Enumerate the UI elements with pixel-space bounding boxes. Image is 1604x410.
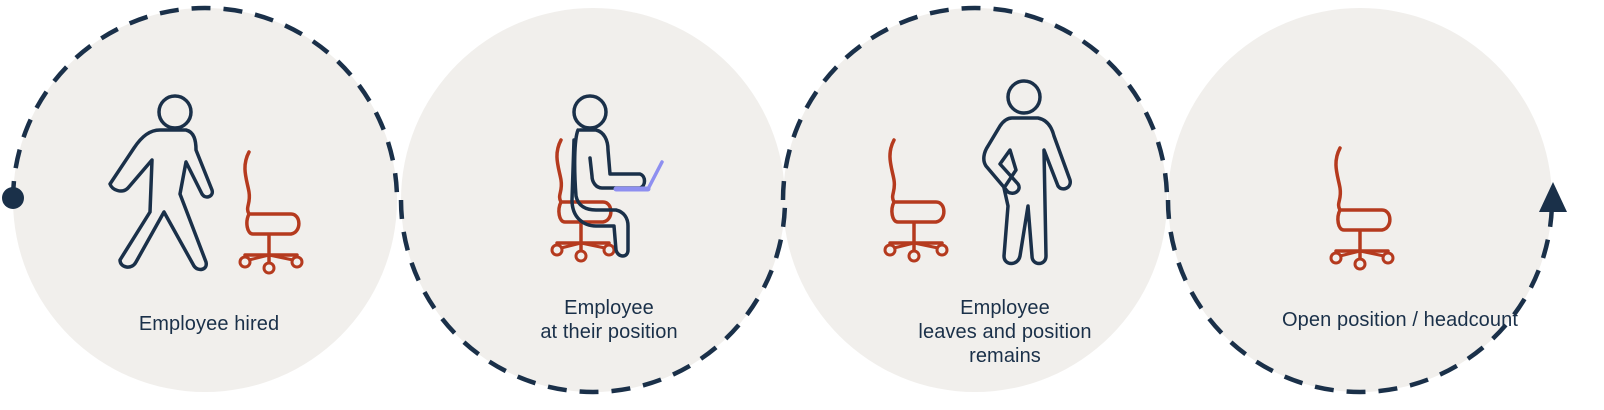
- laptop-icon: [613, 160, 664, 192]
- stage-4-circle: [1168, 8, 1552, 392]
- person-sitting-at-laptop-icon: [570, 94, 647, 258]
- flow-path-top-1: [10, 5, 400, 201]
- stage-label-employee-at-position: Employee at their position: [540, 297, 678, 343]
- stage-label-open-position: Open position / headcount: [1281, 309, 1518, 331]
- stage-label-employee-hired: Employee hired: [138, 313, 280, 335]
- stage-1-circle: [13, 8, 397, 392]
- flow-start-dot: [2, 187, 24, 209]
- stage-2-circle: [401, 8, 785, 392]
- person-walking-icon: [108, 94, 215, 272]
- stage-label-employee-leaves: Employee leaves and position remains: [918, 297, 1092, 367]
- stage-3-circle: [783, 8, 1167, 392]
- flow-path-bottom-2: [398, 199, 788, 395]
- flow-path-top-3: [780, 5, 1170, 201]
- flow-end-arrow-icon: [1539, 182, 1567, 212]
- flow-path-bottom-4: [1165, 199, 1555, 395]
- person-standing-icon: [982, 79, 1072, 266]
